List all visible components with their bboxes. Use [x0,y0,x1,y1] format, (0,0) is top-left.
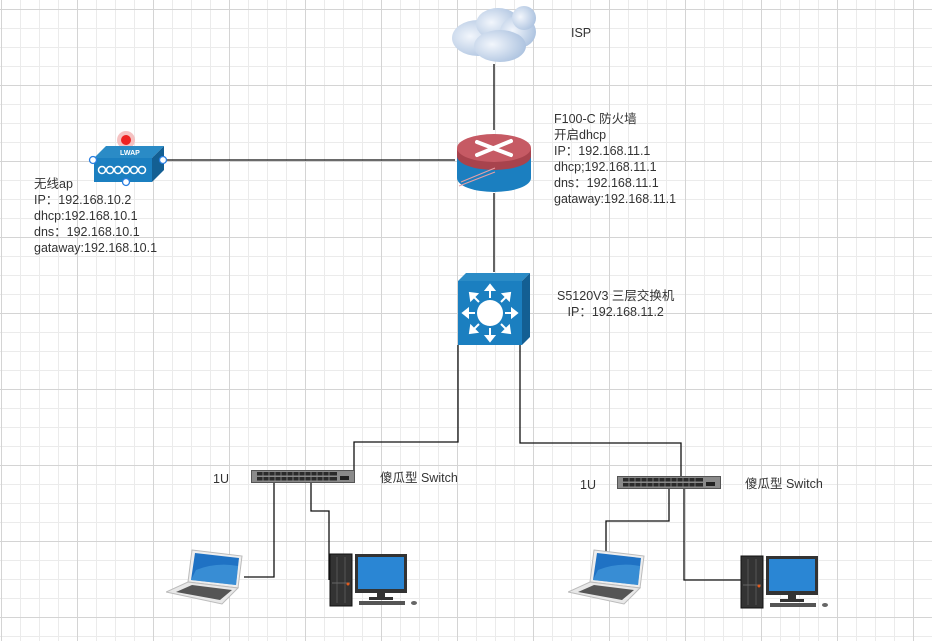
wire-coreswitch-switch1 [353,345,459,472]
desktop-pc1-icon[interactable] [329,553,421,607]
wire-switch1-pc1 [310,483,330,580]
wire-switch2-pc2 [683,489,741,581]
switch2-icon[interactable] [617,476,721,489]
firewall-dhcp: dhcp;192.168.11.1 [554,160,657,174]
wireless-ap-label: 无线ap IP：192.168.10.2 dhcp:192.168.10.1 d… [34,176,157,256]
switch1-u-label: 1U [213,472,229,486]
laptop2-icon[interactable] [568,548,646,606]
switch2-u-label: 1U [580,478,596,492]
firewall-dhcp-status: 开启dhcp [554,128,607,142]
ap-gateway: gataway:192.168.10.1 [34,241,158,255]
wire-switch1-laptop1 [244,483,275,578]
firewall-router-icon[interactable] [455,130,533,194]
desktop-pc2-icon[interactable] [740,555,832,609]
core-switch-label: S5120V3 三层交换机 IP：192.168.11.2 [557,288,674,320]
firewall-dns: dns：192.168.11.1 [554,176,659,190]
laptop1-icon[interactable] [166,548,244,606]
wireless-ap-icon[interactable]: LWAP [86,128,168,188]
firewall-label: F100-C 防火墙 开启dhcp IP：192.168.11.1 dhcp;1… [554,111,676,207]
wire-coreswitch-switch2 [519,345,682,478]
switch1-name-label: 傻瓜型 Switch [380,471,458,485]
isp-label: ISP [571,26,592,40]
firewall-model: F100-C 防火墙 [554,112,637,126]
switch2-name-label: 傻瓜型 Switch [745,477,823,491]
switch1-icon[interactable] [251,470,355,483]
ap-dhcp: dhcp:192.168.10.1 [34,209,138,223]
core-switch-ip: IP：192.168.11.2 [567,305,664,319]
firewall-gateway: gataway:192.168.11.1 [554,192,677,206]
ap-ip: IP：192.168.10.2 [34,193,132,207]
isp-cloud-icon[interactable] [448,2,540,66]
ap-dns: dns：192.168.10.1 [34,225,140,239]
firewall-ip: IP：192.168.11.1 [554,144,651,158]
wire-switch2-laptop2 [605,489,670,552]
core-switch-icon[interactable] [456,271,532,347]
core-switch-model: S5120V3 三层交换机 [557,289,675,303]
svg-text:LWAP: LWAP [120,150,140,157]
ap-name: 无线ap [34,177,73,191]
